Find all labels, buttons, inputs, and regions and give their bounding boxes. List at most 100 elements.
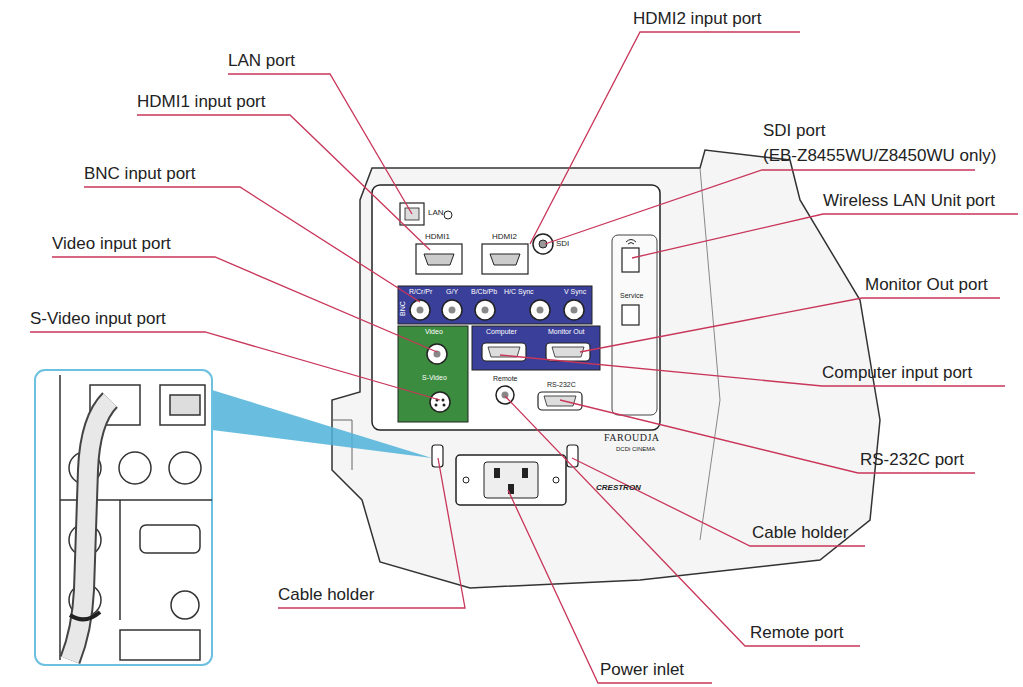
panel-label: CRESTRON (596, 484, 641, 493)
cable-holder (432, 445, 443, 467)
body-detail (700, 168, 720, 540)
callout-label: (EB-Z8455WU/Z8450WU only) (763, 147, 996, 166)
leader-line (278, 458, 465, 608)
panel-label: LAN (428, 209, 444, 218)
hdmi1-socket (424, 254, 454, 265)
panel-label: SDI (556, 240, 569, 249)
inset-bnc (169, 452, 201, 484)
panel-label: Service (620, 292, 643, 300)
bnc-pin (417, 307, 424, 314)
leader-line (560, 400, 975, 473)
callout-label: Monitor Out port (865, 276, 988, 295)
leader-line (530, 32, 800, 244)
callout-label: Remote port (750, 624, 844, 643)
hdmi2-port (482, 244, 528, 274)
panel-label: HDMI2 (492, 233, 517, 242)
lan-led (444, 211, 452, 219)
leader-line (52, 257, 437, 352)
wireless-icon (626, 240, 636, 245)
callout-label: S-Video input port (30, 310, 166, 329)
power-pin (494, 468, 500, 478)
svideo-pin (442, 399, 445, 402)
callout-label: HDMI2 input port (633, 10, 762, 29)
cable-tie (70, 612, 100, 619)
bnc-connector (564, 300, 584, 320)
panel-label: Computer (486, 328, 517, 336)
panel-label: V Sync (564, 288, 586, 296)
panel-label: R/Cr/Pr (409, 288, 432, 296)
panel-label: FAROUDJA (604, 432, 660, 443)
computer-port (482, 343, 526, 361)
leader-line (508, 490, 712, 683)
svideo-connector (430, 392, 450, 412)
hdmi1-port (416, 244, 462, 274)
bnc-pin (537, 307, 544, 314)
inset-bnc (119, 452, 151, 484)
rs232-port (538, 392, 582, 410)
callout-label: Power inlet (600, 661, 684, 680)
panel-label: B/Cb/Pb (471, 288, 497, 296)
service-slot (622, 305, 639, 325)
remote-port-inner (502, 392, 509, 399)
panel-label: Monitor Out (548, 328, 585, 336)
svideo-pin (443, 404, 446, 407)
callout-label: BNC input port (84, 165, 196, 184)
bnc-connector (442, 300, 462, 320)
sdi-port (533, 234, 553, 254)
inset-wedge (212, 390, 432, 458)
screw (463, 477, 469, 483)
bnc-band (398, 286, 592, 324)
monitor-dsub (552, 347, 584, 357)
projector-body (332, 150, 880, 588)
panel-label: S-Video (422, 374, 447, 382)
callout-label: Wireless LAN Unit port (823, 192, 995, 211)
power-cable-core (70, 400, 110, 660)
inset-frame (35, 370, 212, 665)
inset-panel-line (60, 375, 212, 660)
callout-label: Video input port (52, 235, 171, 254)
leader-line (505, 396, 860, 646)
callout-label: Cable holder (752, 524, 848, 543)
bnc-pin (482, 307, 489, 314)
inset-inlet (120, 630, 200, 660)
cable-holder (567, 445, 578, 467)
leader-line (580, 298, 1000, 352)
hdmi2-socket (490, 254, 520, 265)
inset-dsub (140, 525, 200, 553)
inset-remote (171, 591, 199, 619)
callout-label: RS-232C port (860, 451, 964, 470)
bnc-connector (410, 300, 430, 320)
inset-socket (170, 395, 200, 415)
rs232-dsub (544, 396, 576, 406)
bnc-connector (530, 300, 550, 320)
panel-label: HDMI1 (425, 233, 450, 242)
inset-detail (60, 375, 212, 660)
bnc-pin (571, 307, 578, 314)
video-connector (427, 344, 447, 364)
wireless-slot (622, 248, 639, 272)
panel-label: BNC (399, 301, 407, 316)
power-socket (484, 462, 538, 498)
inset-port (160, 385, 205, 425)
power-cable (70, 400, 110, 660)
side-recess (612, 235, 657, 415)
remote-port (496, 386, 514, 404)
callout-label: Cable holder (278, 586, 374, 605)
svideo-pin (435, 404, 438, 407)
leader-line (572, 458, 865, 546)
panel-label: Remote (493, 375, 518, 383)
callout-label: LAN port (228, 52, 295, 71)
leader-line (30, 332, 440, 400)
panel-label: Video (425, 328, 443, 336)
panel-label: H/C Sync (504, 288, 534, 296)
panel-label: RS-232C (547, 381, 576, 389)
power-pin (522, 468, 528, 478)
leader-line (632, 214, 1018, 258)
callout-leaders (30, 32, 1018, 683)
callout-label: Computer input port (822, 364, 972, 383)
panel-label: DCDi CINEMA (616, 446, 655, 453)
callout-label: SDI port (763, 122, 825, 141)
bnc-pin (449, 307, 456, 314)
bnc-connector (475, 300, 495, 320)
